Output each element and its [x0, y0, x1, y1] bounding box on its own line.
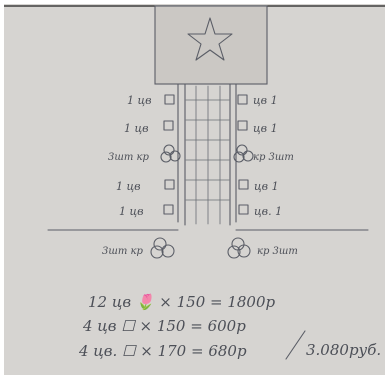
- left-planters: [161, 95, 180, 214]
- square-icon: [164, 205, 173, 214]
- right-label-2: цв 1: [253, 122, 278, 135]
- right-label-4: цв 1: [254, 180, 279, 193]
- square-icon: [164, 121, 173, 130]
- lower-right-label: кр 3шт: [257, 246, 298, 257]
- right-label-1: цв 1: [253, 94, 278, 107]
- monument-pillar: [178, 84, 236, 225]
- square-icon: [165, 180, 174, 189]
- lower-right-flower-icon: [228, 238, 250, 258]
- right-label-5: цв. 1: [254, 205, 282, 218]
- left-label-4: 1 цв: [116, 180, 141, 193]
- right-planters: [234, 95, 253, 214]
- left-label-2: 1 цв: [124, 122, 149, 135]
- lower-left-flower-icon: [151, 238, 174, 258]
- lower-left-label: 3шт кр: [102, 246, 143, 257]
- calc-total: 3.080руб.: [306, 341, 381, 359]
- calc-line-2: 4 цв ☐ × 150 = 600р: [82, 317, 246, 335]
- monument-top-panel: [155, 6, 267, 84]
- left-label-3: 3шт кр: [108, 152, 149, 163]
- left-label-5: 1 цв: [119, 205, 144, 218]
- right-labels: цв 1 цв 1 кр 3шт цв 1 цв. 1: [253, 94, 294, 218]
- right-label-3: кр 3шт: [253, 152, 294, 163]
- left-label-1: 1 цв: [127, 94, 152, 107]
- calculation-block: 12 цв 🌷 × 150 = 1800р 4 цв ☐ × 150 = 600…: [78, 293, 381, 360]
- square-icon: [165, 95, 174, 104]
- slash-line: [286, 331, 305, 359]
- flower-icon: [161, 145, 180, 162]
- calc-line-3: 4 цв. ☐ × 170 = 680р: [78, 342, 247, 360]
- square-icon: [239, 205, 248, 214]
- flower-icon: [234, 145, 253, 162]
- square-icon: [239, 180, 248, 189]
- star-monument: [155, 6, 267, 84]
- square-icon: [238, 95, 247, 104]
- calc-line-1: 12 цв 🌷 × 150 = 1800р: [88, 293, 276, 311]
- left-labels: 1 цв 1 цв 3шт кр 1 цв 1 цв: [108, 94, 152, 218]
- square-icon: [238, 121, 247, 130]
